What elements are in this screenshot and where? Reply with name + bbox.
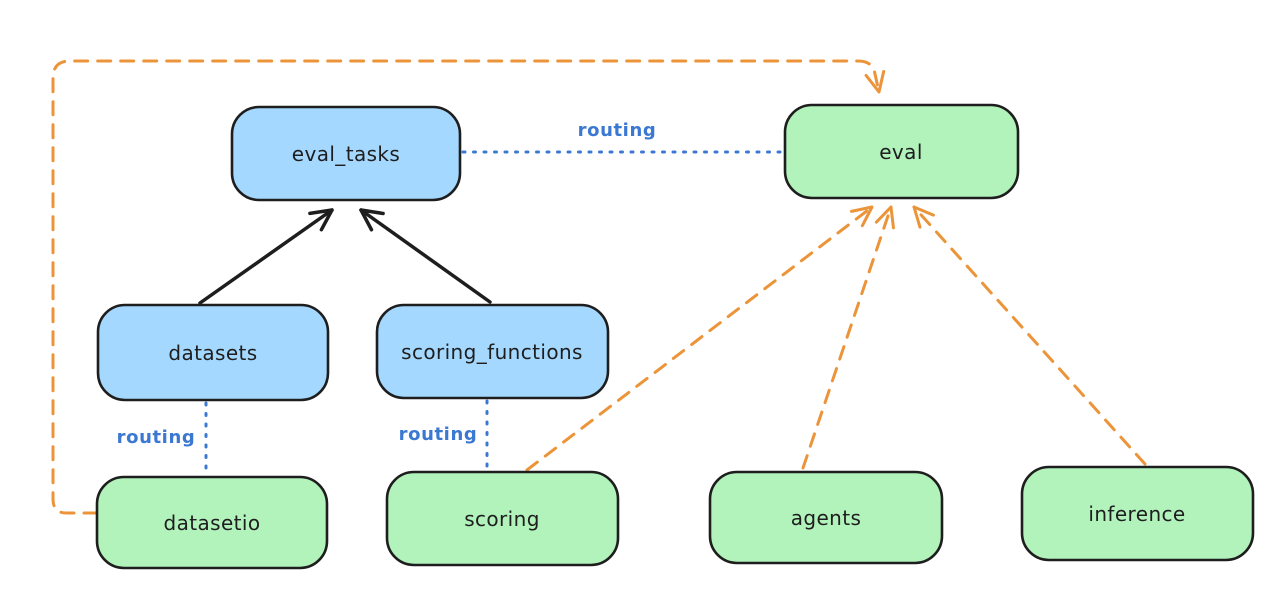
- edge-group-blue-dotted: [204, 150, 785, 476]
- node-scoring-functions-box: [375, 303, 610, 400]
- edge-datasets-to-evaltasks: [198, 208, 334, 305]
- edge-inference-to-eval: [912, 205, 1147, 466]
- node-scoring-box: [385, 470, 620, 567]
- node-eval-tasks: eval_tasks: [230, 105, 462, 202]
- edge-agents-to-eval: [801, 205, 895, 470]
- node-eval-tasks-box: [230, 105, 462, 202]
- edge-datasetio-to-eval: [51, 59, 886, 515]
- node-datasets-box: [96, 303, 330, 402]
- node-datasetio-label: datasetio: [163, 511, 260, 535]
- routing-label-scoring: routing: [399, 424, 478, 445]
- node-inference: inference: [1020, 465, 1255, 562]
- node-eval-box: [783, 103, 1020, 200]
- node-agents-box: [708, 470, 944, 565]
- node-agents: agents: [708, 470, 944, 565]
- edge-scoringfunctions-to-evaltasks: [359, 208, 492, 304]
- routing-label-top: routing: [578, 120, 657, 141]
- edge-labels: routing routing routing: [117, 120, 657, 448]
- node-eval-tasks-label: eval_tasks: [292, 142, 400, 166]
- node-scoring: scoring: [385, 470, 620, 567]
- node-eval: eval: [783, 103, 1020, 200]
- routing-label-datasets: routing: [117, 427, 196, 448]
- node-scoring-functions-label: scoring_functions: [401, 340, 583, 364]
- edge-scoring-to-eval: [525, 205, 874, 472]
- node-scoring-functions: scoring_functions: [375, 303, 610, 400]
- node-eval-label: eval: [879, 140, 923, 164]
- edge-group-black-solid: [198, 208, 492, 305]
- node-datasetio: datasetio: [95, 475, 329, 570]
- edge-group-orange-dashed: [51, 59, 1147, 515]
- node-datasetio-box: [95, 475, 329, 570]
- node-agents-label: agents: [791, 506, 862, 530]
- node-datasets: datasets: [96, 303, 330, 402]
- node-inference-box: [1020, 465, 1255, 562]
- node-inference-label: inference: [1088, 502, 1185, 526]
- node-datasets-label: datasets: [168, 341, 257, 365]
- node-scoring-label: scoring: [464, 507, 540, 531]
